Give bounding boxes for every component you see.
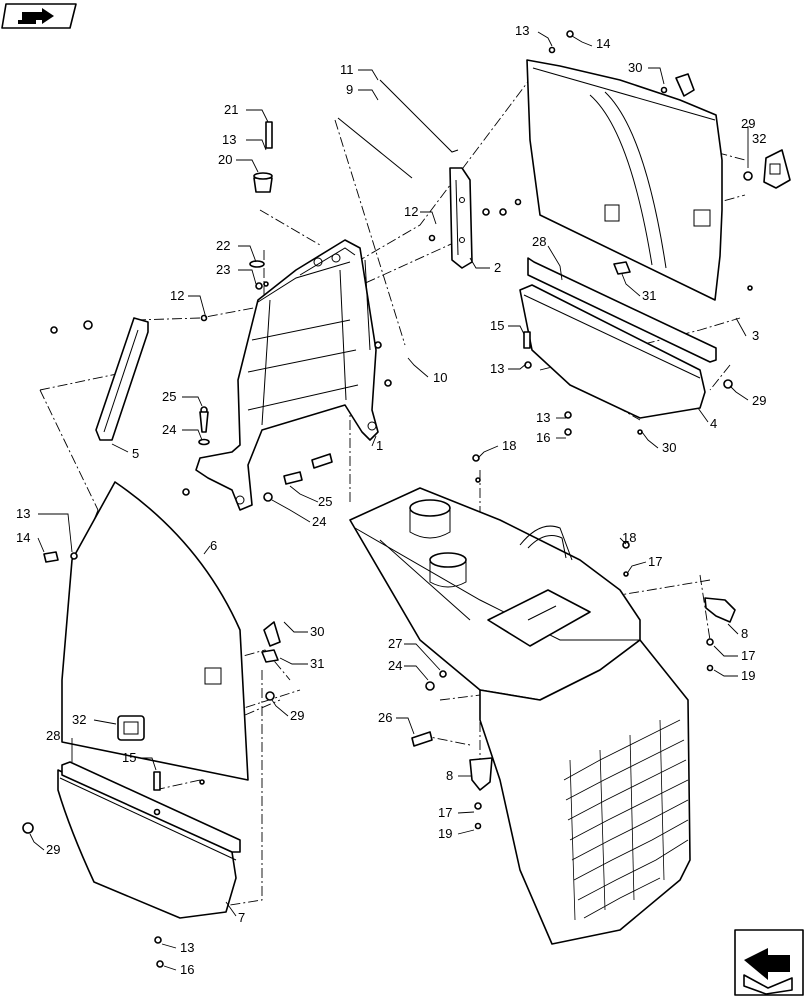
callout-30: 30 bbox=[628, 60, 642, 75]
right-panel-part-3 bbox=[526, 59, 723, 301]
callout-31: 31 bbox=[642, 288, 656, 303]
callout-14: 14 bbox=[596, 36, 610, 51]
strip-part-28-left bbox=[61, 761, 241, 853]
callout-23: 23 bbox=[216, 262, 230, 277]
callout-13: 13 bbox=[222, 132, 236, 147]
callout-31: 31 bbox=[310, 656, 324, 671]
callout-19: 19 bbox=[741, 668, 755, 683]
callout-22: 22 bbox=[216, 238, 230, 253]
callout-13: 13 bbox=[180, 940, 194, 955]
latch-part-32-left bbox=[117, 715, 145, 741]
callout-17: 17 bbox=[741, 648, 755, 663]
callout-29: 29 bbox=[290, 708, 304, 723]
callout-16: 16 bbox=[180, 962, 194, 977]
left-panel-part-6 bbox=[61, 481, 249, 781]
callout-8: 8 bbox=[446, 768, 453, 783]
callout-24: 24 bbox=[162, 422, 176, 437]
callout-2: 2 bbox=[494, 260, 501, 275]
callout-29: 29 bbox=[741, 116, 755, 131]
callout-5: 5 bbox=[132, 446, 139, 461]
callout-15: 15 bbox=[122, 750, 136, 765]
callout-13: 13 bbox=[490, 361, 504, 376]
callout-13: 13 bbox=[536, 410, 550, 425]
callout-3: 3 bbox=[752, 328, 759, 343]
frame-part-1 bbox=[195, 239, 379, 511]
callout-13: 13 bbox=[515, 23, 529, 38]
callout-26: 26 bbox=[378, 710, 392, 725]
bracket-part-8-right bbox=[704, 597, 736, 623]
callout-25: 25 bbox=[318, 494, 332, 509]
callout-21: 21 bbox=[224, 102, 238, 117]
hinge-part-2 bbox=[449, 167, 473, 269]
callout-6: 6 bbox=[210, 538, 217, 553]
callout-13: 13 bbox=[16, 506, 30, 521]
callout-20: 20 bbox=[218, 152, 232, 167]
hinge-part-5 bbox=[95, 317, 149, 441]
callout-29: 29 bbox=[752, 393, 766, 408]
bracket-part-8-lower bbox=[469, 757, 493, 791]
callout-28: 28 bbox=[532, 234, 546, 249]
callout-4: 4 bbox=[710, 416, 717, 431]
book-arrow-icon[interactable] bbox=[1, 3, 77, 29]
clip-part-31-left bbox=[261, 649, 279, 663]
next-page-arrow-icon[interactable] bbox=[734, 929, 804, 996]
right-lower-panel-part-4 bbox=[519, 284, 706, 419]
callout-1: 1 bbox=[376, 438, 383, 453]
callout-27: 27 bbox=[388, 636, 402, 651]
bumper-part-30-left bbox=[263, 621, 281, 647]
left-lower-panel-part-7 bbox=[57, 769, 237, 919]
clip-part-31-right bbox=[613, 261, 631, 275]
callout-24: 24 bbox=[312, 514, 326, 529]
callout-28: 28 bbox=[46, 728, 60, 743]
callout-16: 16 bbox=[536, 430, 550, 445]
strip-part-28-right bbox=[527, 257, 717, 363]
callout-11: 11 bbox=[340, 62, 354, 77]
rod-part-11 bbox=[337, 79, 459, 179]
fender-assembly bbox=[349, 487, 691, 945]
callout-24: 24 bbox=[388, 658, 402, 673]
callout-12: 12 bbox=[170, 288, 184, 303]
bumper-part-30-top bbox=[675, 73, 695, 97]
callout-10: 10 bbox=[433, 370, 447, 385]
callout-18: 18 bbox=[622, 530, 636, 545]
callout-30: 30 bbox=[310, 624, 324, 639]
callout-18: 18 bbox=[502, 438, 516, 453]
callout-labels: 13 14 11 9 30 21 29 32 13 20 12 2 22 28 … bbox=[16, 23, 766, 977]
callout-7: 7 bbox=[238, 910, 245, 925]
callout-14: 14 bbox=[16, 530, 30, 545]
callout-25: 25 bbox=[162, 389, 176, 404]
callout-30: 30 bbox=[662, 440, 676, 455]
callout-17: 17 bbox=[438, 805, 452, 820]
callout-32: 32 bbox=[752, 131, 766, 146]
callout-8: 8 bbox=[741, 626, 748, 641]
callout-12: 12 bbox=[404, 204, 418, 219]
leader-lines bbox=[29, 31, 749, 971]
callout-32: 32 bbox=[72, 712, 86, 727]
callout-17: 17 bbox=[648, 554, 662, 569]
fasteners bbox=[22, 30, 753, 968]
callout-19: 19 bbox=[438, 826, 452, 841]
callout-15: 15 bbox=[490, 318, 504, 333]
callout-29: 29 bbox=[46, 842, 60, 857]
callout-9: 9 bbox=[346, 82, 353, 97]
latch-part-32-right bbox=[763, 149, 791, 189]
